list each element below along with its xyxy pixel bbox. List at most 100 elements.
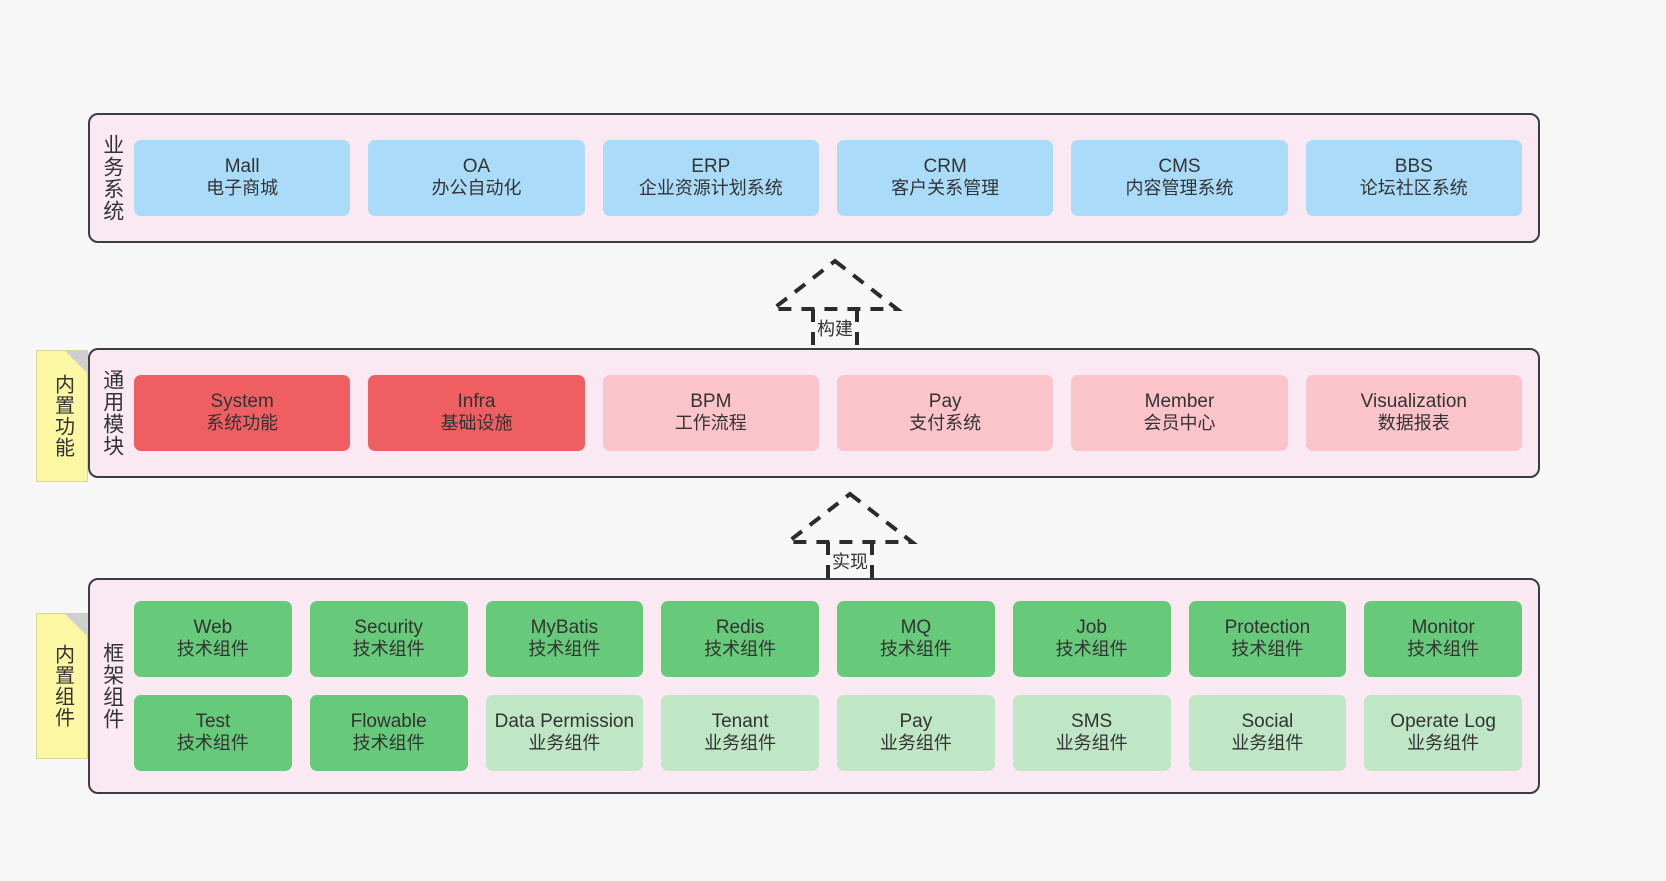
module-title: System bbox=[210, 390, 274, 412]
module-subtitle: 技术组件 bbox=[1407, 639, 1480, 660]
module-card-bpm[interactable]: BPM 工作流程 bbox=[602, 375, 819, 451]
module-card-monitor[interactable]: Monitor 技术组件 bbox=[1364, 601, 1522, 677]
module-card-security[interactable]: Security 技术组件 bbox=[309, 601, 468, 677]
module-subtitle: 业务组件 bbox=[1407, 733, 1480, 754]
module-title: Infra bbox=[457, 390, 496, 412]
module-card-redis[interactable]: Redis 技术组件 bbox=[661, 601, 819, 677]
module-title: BPM bbox=[690, 390, 732, 412]
module-title: Pay bbox=[928, 390, 962, 412]
module-card-cms[interactable]: CMS 内容管理系统 bbox=[1071, 140, 1288, 216]
module-subtitle: 工作流程 bbox=[674, 413, 747, 434]
module-subtitle: 技术组件 bbox=[176, 639, 249, 660]
module-title: CMS bbox=[1158, 155, 1201, 177]
module-title: MQ bbox=[900, 616, 932, 638]
module-title: Security bbox=[354, 616, 423, 638]
card-row: System 系统功能 Infra 基础设施 BPM 工作流程 Pay 支付系统… bbox=[134, 375, 1522, 451]
module-card-protection[interactable]: Protection 技术组件 bbox=[1188, 601, 1347, 677]
module-card-data-permission[interactable]: Data Permission 业务组件 bbox=[485, 695, 644, 771]
module-card-mall[interactable]: Mall 电子商城 bbox=[134, 140, 351, 216]
module-subtitle: 技术组件 bbox=[528, 639, 601, 660]
module-title: Tenant bbox=[711, 710, 769, 732]
module-card-tenant[interactable]: Tenant 业务组件 bbox=[661, 695, 819, 771]
module-card-bbs[interactable]: BBS 论坛社区系统 bbox=[1305, 140, 1522, 216]
module-title: Job bbox=[1076, 616, 1107, 638]
note-label: 内置功能 bbox=[51, 374, 74, 458]
module-subtitle: 技术组件 bbox=[1055, 639, 1128, 660]
module-subtitle: 业务组件 bbox=[1231, 733, 1304, 754]
module-subtitle: 内容管理系统 bbox=[1125, 178, 1234, 199]
module-title: BBS bbox=[1394, 155, 1433, 177]
layer-business-systems: 业务系统 Mall 电子商城 OA 办公自动化 ERP 企业资源计划系统 CRM… bbox=[88, 113, 1540, 243]
generalization-shaft-icon bbox=[811, 309, 859, 351]
module-card-mybatis[interactable]: MyBatis 技术组件 bbox=[485, 601, 644, 677]
layer-cards-framework-components: Web 技术组件 Security 技术组件 MyBatis 技术组件 Redi… bbox=[134, 580, 1538, 792]
module-title: Redis bbox=[715, 616, 765, 638]
card-row: Web 技术组件 Security 技术组件 MyBatis 技术组件 Redi… bbox=[134, 601, 1522, 677]
module-card-crm[interactable]: CRM 客户关系管理 bbox=[836, 140, 1054, 216]
module-subtitle: 业务组件 bbox=[879, 733, 952, 754]
module-title: Web bbox=[193, 616, 233, 638]
module-subtitle: 论坛社区系统 bbox=[1359, 178, 1468, 199]
layer-cards-business-systems: Mall 电子商城 OA 办公自动化 ERP 企业资源计划系统 CRM 客户关系… bbox=[134, 115, 1538, 241]
module-card-infra[interactable]: Infra 基础设施 bbox=[368, 375, 585, 451]
module-subtitle: 业务组件 bbox=[528, 733, 601, 754]
module-title: Social bbox=[1241, 710, 1294, 732]
module-title: Data Permission bbox=[494, 710, 635, 732]
connector-build: 构建 bbox=[745, 255, 925, 355]
layer-title-framework-components: 框架组件 bbox=[100, 642, 124, 730]
module-title: Operate Log bbox=[1390, 710, 1496, 732]
module-card-operate-log[interactable]: Operate Log 业务组件 bbox=[1364, 695, 1522, 771]
module-title: MyBatis bbox=[530, 616, 599, 638]
connector-implement: 实现 bbox=[760, 488, 940, 588]
module-card-social[interactable]: Social 业务组件 bbox=[1188, 695, 1347, 771]
module-subtitle: 会员中心 bbox=[1143, 413, 1216, 434]
note-builtin-components: 内置组件 bbox=[36, 613, 88, 759]
module-subtitle: 基础设施 bbox=[440, 413, 513, 434]
module-subtitle: 办公自动化 bbox=[431, 178, 522, 199]
module-subtitle: 业务组件 bbox=[1055, 733, 1128, 754]
module-subtitle: 企业资源计划系统 bbox=[638, 178, 783, 199]
module-title: Visualization bbox=[1360, 390, 1467, 412]
layer-title-business-systems: 业务系统 bbox=[100, 134, 124, 222]
module-card-oa[interactable]: OA 办公自动化 bbox=[368, 140, 585, 216]
module-card-test[interactable]: Test 技术组件 bbox=[134, 695, 292, 771]
module-card-pay-business[interactable]: Pay 业务组件 bbox=[837, 695, 995, 771]
module-card-flowable[interactable]: Flowable 技术组件 bbox=[309, 695, 468, 771]
module-subtitle: 技术组件 bbox=[1231, 639, 1304, 660]
module-card-pay[interactable]: Pay 支付系统 bbox=[836, 375, 1054, 451]
layer-cards-common-modules: System 系统功能 Infra 基础设施 BPM 工作流程 Pay 支付系统… bbox=[134, 350, 1538, 476]
module-card-erp[interactable]: ERP 企业资源计划系统 bbox=[602, 140, 819, 216]
note-builtin-features: 内置功能 bbox=[36, 350, 88, 482]
note-label: 内置组件 bbox=[51, 644, 74, 728]
module-card-job[interactable]: Job 技术组件 bbox=[1012, 601, 1171, 677]
connector-label: 构建 bbox=[817, 319, 853, 339]
module-title: Protection bbox=[1224, 616, 1311, 638]
module-card-web[interactable]: Web 技术组件 bbox=[134, 601, 292, 677]
module-card-member[interactable]: Member 会员中心 bbox=[1071, 375, 1288, 451]
module-title: Monitor bbox=[1411, 616, 1475, 638]
module-subtitle: 客户关系管理 bbox=[891, 178, 1000, 199]
module-card-system[interactable]: System 系统功能 bbox=[134, 375, 351, 451]
module-title: Member bbox=[1144, 390, 1215, 412]
module-title: Flowable bbox=[350, 710, 427, 732]
module-card-visualization[interactable]: Visualization 数据报表 bbox=[1305, 375, 1522, 451]
card-row: Mall 电子商城 OA 办公自动化 ERP 企业资源计划系统 CRM 客户关系… bbox=[134, 140, 1522, 216]
module-card-sms[interactable]: SMS 业务组件 bbox=[1012, 695, 1171, 771]
generalization-shaft-icon bbox=[826, 542, 874, 584]
module-subtitle: 电子商城 bbox=[206, 178, 279, 199]
card-row: Test 技术组件 Flowable 技术组件 Data Permission … bbox=[134, 695, 1522, 771]
module-title: Mall bbox=[224, 155, 260, 177]
module-card-mq[interactable]: MQ 技术组件 bbox=[837, 601, 995, 677]
module-title: OA bbox=[462, 155, 491, 177]
module-title: ERP bbox=[691, 155, 731, 177]
module-subtitle: 技术组件 bbox=[352, 639, 425, 660]
layer-common-modules: 通用模块 System 系统功能 Infra 基础设施 BPM 工作流程 Pay… bbox=[88, 348, 1540, 478]
layer-title-common-modules: 通用模块 bbox=[100, 369, 124, 457]
module-subtitle: 技术组件 bbox=[176, 733, 249, 754]
connector-label: 实现 bbox=[832, 552, 868, 572]
generalization-triangle-icon bbox=[767, 258, 903, 311]
module-subtitle: 支付系统 bbox=[909, 413, 982, 434]
module-subtitle: 技术组件 bbox=[879, 639, 952, 660]
module-subtitle: 技术组件 bbox=[704, 639, 777, 660]
